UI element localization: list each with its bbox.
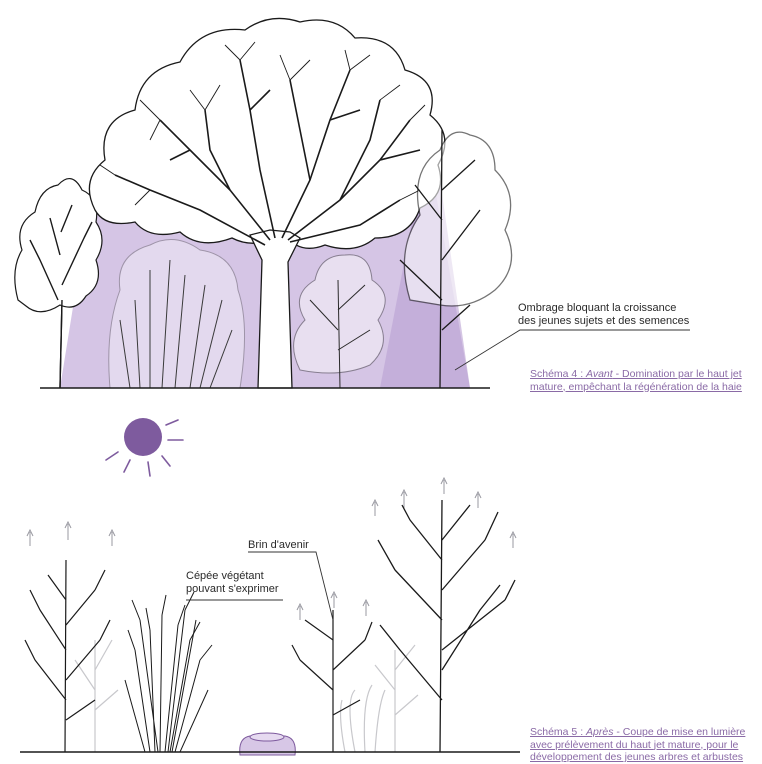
tree-young-left <box>25 560 110 752</box>
caption-schema-5: Schéma 5 : Après - Coupe de mise en lumi… <box>530 726 745 764</box>
ghost-trees <box>75 640 418 752</box>
shrub-shaded-left <box>109 240 245 388</box>
callout-shade-label: Ombrage bloquant la croissance des jeune… <box>518 302 689 328</box>
callout-cepee-label: Cépée végétant pouvant s'exprimer <box>186 570 279 596</box>
callout-brin-label: Brin d'avenir <box>248 539 309 552</box>
caption-schema-4: Schéma 4 : Avant - Domination par le hau… <box>530 368 742 393</box>
schema-4-illustration <box>15 18 690 388</box>
shrub-coppice <box>125 592 212 752</box>
schema-5-illustration <box>20 478 520 755</box>
tree-young-right <box>378 500 515 752</box>
sun-icon <box>106 418 183 476</box>
tree-future-stem <box>292 610 372 752</box>
callout-leader-shade <box>455 330 690 370</box>
